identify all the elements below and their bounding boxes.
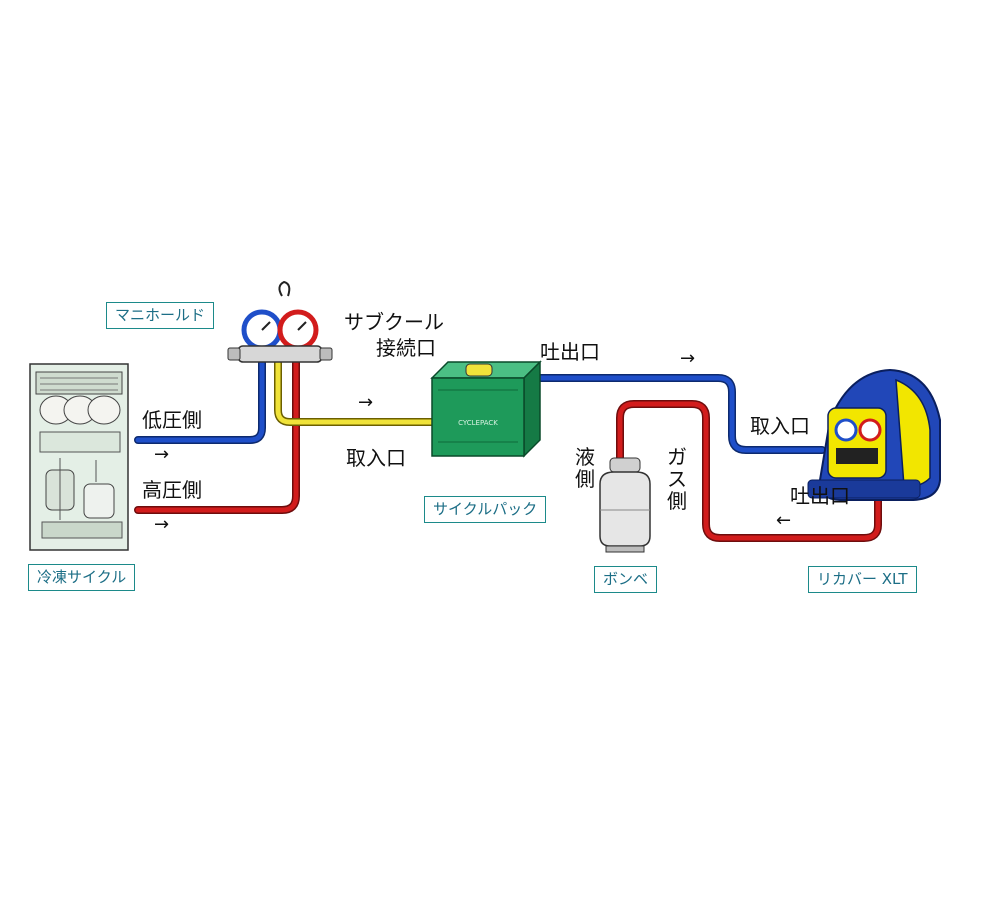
return-hose-arrow-icon: ← bbox=[776, 510, 792, 531]
recovery-outlet-label: 吐出口 bbox=[790, 484, 850, 508]
refrigerant-cylinder bbox=[599, 457, 651, 553]
cycle-pack-name-box: サイクルパック bbox=[424, 496, 547, 523]
gas-side-label: ガス側 bbox=[667, 445, 687, 513]
high-side-label: 高圧側 bbox=[142, 478, 202, 502]
low-side-label: 低圧側 bbox=[142, 408, 202, 432]
manifold-gauge-set bbox=[227, 280, 333, 363]
subcool-label-line1: サブクール bbox=[344, 310, 444, 334]
subcool-label-line2: 接続口 bbox=[376, 336, 436, 360]
cycle-pack-inlet-label: 取入口 bbox=[346, 446, 406, 470]
high-side-arrow-icon: → bbox=[154, 514, 170, 535]
liquid-side-label: 液側 bbox=[575, 445, 595, 491]
hoses bbox=[134, 348, 882, 542]
cycle-pack-unit: CYCLEPACK bbox=[430, 360, 542, 458]
freezing-cycle-name-box: 冷凍サイクル bbox=[28, 564, 136, 591]
cylinder-name-box: ボンベ bbox=[594, 566, 658, 593]
cycle-pack-outlet-label: 吐出口 bbox=[540, 340, 600, 364]
cycle-pack-badge: CYCLEPACK bbox=[458, 419, 498, 427]
manifold-name-box: マニホールド bbox=[106, 302, 215, 329]
recovery-unit-name-box: リカバー XLT bbox=[808, 566, 917, 593]
recovery-inlet-label: 取入口 bbox=[750, 414, 810, 438]
charge-hose-arrow-icon: → bbox=[358, 392, 374, 413]
freezing-cycle-unit bbox=[29, 363, 129, 551]
outlet-hose-arrow-icon: → bbox=[680, 348, 696, 369]
recovery-unit bbox=[807, 368, 941, 501]
low-side-arrow-icon: → bbox=[154, 444, 170, 465]
